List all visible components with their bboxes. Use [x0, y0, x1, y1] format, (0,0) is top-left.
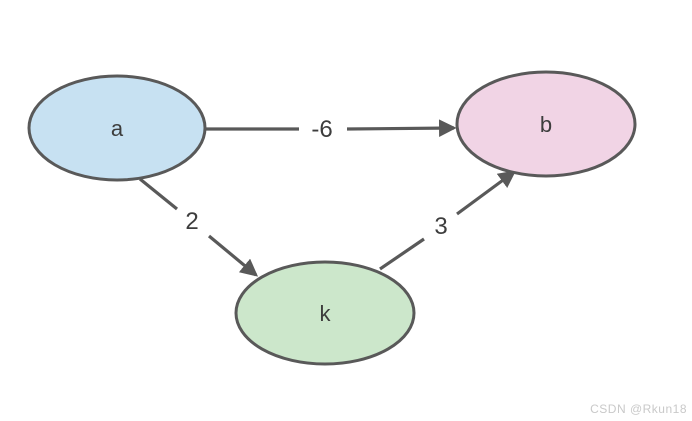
node-k-ellipse	[234, 260, 416, 366]
edge-k-b-line-start	[379, 237, 425, 271]
node-a-label: a	[111, 116, 124, 141]
node-b-label: b	[540, 112, 552, 137]
edge-a-k-line-start	[138, 177, 179, 211]
node-a-ellipse	[27, 74, 207, 182]
edge-k-b-line-end	[456, 170, 517, 216]
node-a: a	[27, 74, 207, 182]
edge-k-b: 3	[379, 170, 517, 271]
node-k: k	[234, 260, 416, 366]
edge-k-b-weight-label: 3	[434, 213, 447, 240]
edge-a-k-weight-label: 2	[185, 208, 198, 235]
node-k-label: k	[320, 301, 332, 326]
edge-a-b-weight-label: -6	[311, 116, 332, 143]
edge-a-k: 2	[138, 177, 259, 277]
edge-a-b: -6	[206, 116, 457, 143]
node-b-ellipse	[455, 70, 637, 178]
edge-a-k-line-end	[207, 234, 259, 277]
node-b: b	[455, 70, 637, 178]
edge-a-b-line-end	[346, 119, 457, 137]
watermark-text: CSDN @Rkun18	[590, 402, 687, 416]
